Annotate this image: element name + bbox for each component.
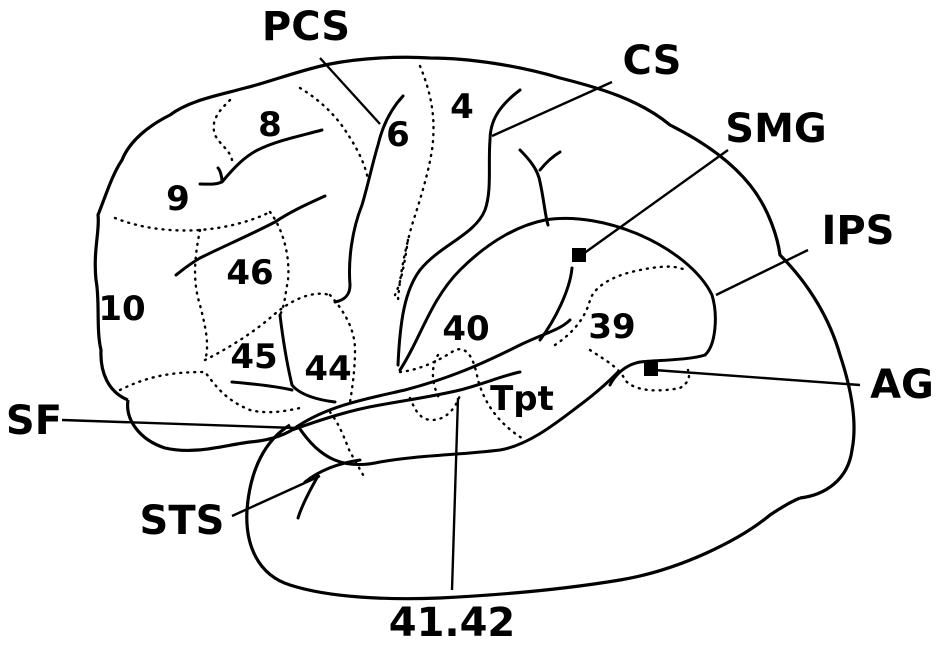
border-orbital <box>120 372 300 412</box>
sts-label: STS <box>140 498 225 544</box>
area-39-label: 39 <box>588 307 635 347</box>
area-44-label: 44 <box>304 349 351 389</box>
pcs-leader <box>320 58 380 124</box>
area-45-label: 45 <box>230 337 277 377</box>
border-8-9 <box>214 100 232 160</box>
ips-label: IPS <box>821 208 894 254</box>
temporal-lobe-outline <box>247 425 800 599</box>
smg-label: SMG <box>725 106 826 152</box>
area-10-label: 10 <box>98 289 145 329</box>
border-6-4 <box>395 66 434 300</box>
cs-label: CS <box>623 38 682 84</box>
area-4-label: 4 <box>450 87 474 127</box>
superior-temporal-sulcus <box>298 460 360 518</box>
a4142-leader <box>452 398 458 590</box>
area-40-label: 40 <box>442 309 489 349</box>
pcs-label: PCS <box>262 4 350 50</box>
border-9-10 <box>115 212 270 231</box>
area-9-label: 9 <box>166 179 190 219</box>
area-6-label: 6 <box>386 115 410 155</box>
smg-electrode-marker <box>572 248 586 262</box>
horizontal-ramus <box>232 382 292 390</box>
sf-leader <box>62 420 296 428</box>
tpt-label: Tpt <box>490 379 554 419</box>
border-46-10 <box>195 230 207 360</box>
cs-leader <box>492 82 612 136</box>
postcentral-sulcus <box>520 150 560 225</box>
area-46-label: 46 <box>226 253 273 293</box>
ag-label: AG <box>870 362 934 408</box>
border-temporal-pole <box>330 412 365 478</box>
a4142-label: 41.42 <box>389 600 516 646</box>
sf-label: SF <box>6 398 62 444</box>
smg-leader <box>583 150 728 254</box>
area-8-label: 8 <box>258 105 282 145</box>
